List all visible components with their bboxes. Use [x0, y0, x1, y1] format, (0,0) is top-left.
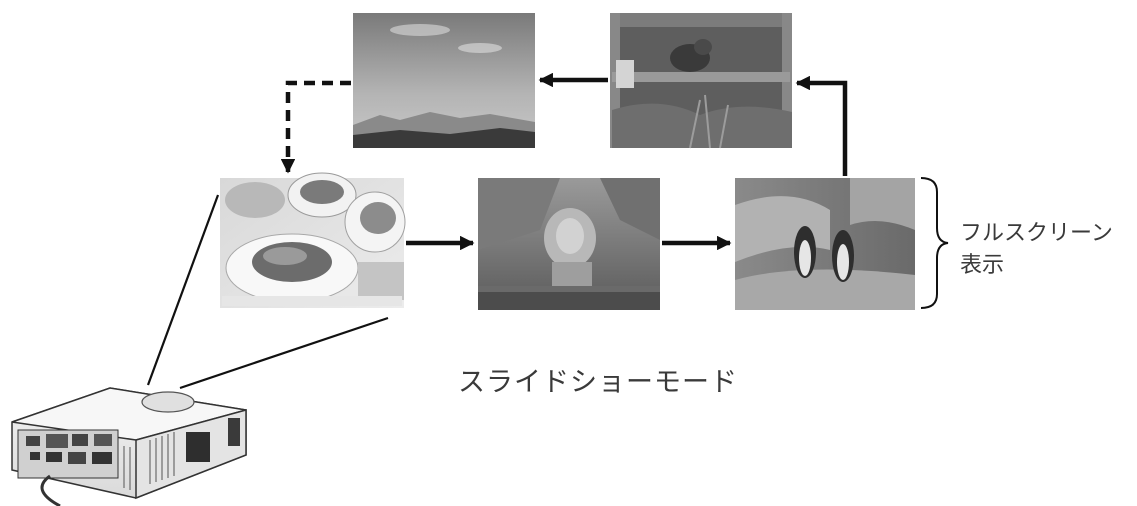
fullscreen-label-line1: フルスクリーン: [960, 221, 1113, 246]
fullscreen-label: フルスクリーン 表示: [960, 218, 1113, 282]
lion-photo: [478, 178, 660, 310]
projection-lines: [146, 194, 389, 390]
food-photo: [220, 172, 406, 308]
slideshow-mode-label: スライドショーモード: [458, 367, 738, 398]
brace-icon: [920, 177, 949, 309]
projector-icon: [11, 387, 247, 506]
red-panda-photo: [610, 13, 792, 149]
penguins-photo: [735, 178, 915, 310]
up-arrow-icon: [795, 75, 848, 176]
down-dashed-arrow-icon: [280, 80, 351, 174]
fullscreen-label-line2: 表示: [960, 253, 1005, 278]
landscape-photo: [353, 13, 535, 148]
